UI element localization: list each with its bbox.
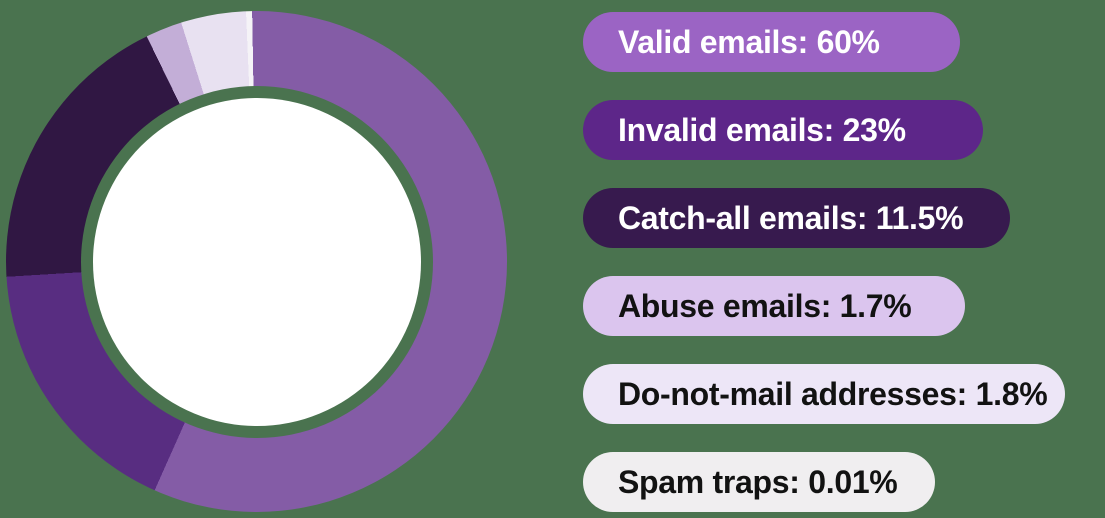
legend-pill-spam-traps: Spam traps: 0.01%	[583, 452, 935, 512]
donut-chart	[6, 11, 507, 512]
legend-label-abuse-emails: Abuse emails: 1.7%	[618, 287, 912, 324]
legend-label-spam-traps: Spam traps: 0.01%	[618, 463, 898, 500]
legend-pill-catch-all-emails: Catch-all emails: 11.5%	[583, 188, 1010, 248]
legend-label-do-not-mail-addresses: Do-not-mail addresses: 1.8%	[618, 375, 1048, 412]
donut-hole	[92, 97, 421, 426]
legend-pill-valid-emails: Valid emails: 60%	[583, 12, 960, 72]
legend-label-valid-emails: Valid emails: 60%	[618, 23, 880, 60]
legend-pill-abuse-emails: Abuse emails: 1.7%	[583, 276, 965, 336]
legend: Valid emails: 60% Invalid emails: 23% Ca…	[583, 12, 1065, 512]
legend-label-catch-all-emails: Catch-all emails: 11.5%	[618, 199, 964, 236]
legend-label-invalid-emails: Invalid emails: 23%	[618, 111, 906, 148]
legend-pill-invalid-emails: Invalid emails: 23%	[583, 100, 983, 160]
legend-pill-do-not-mail-addresses: Do-not-mail addresses: 1.8%	[583, 364, 1065, 424]
